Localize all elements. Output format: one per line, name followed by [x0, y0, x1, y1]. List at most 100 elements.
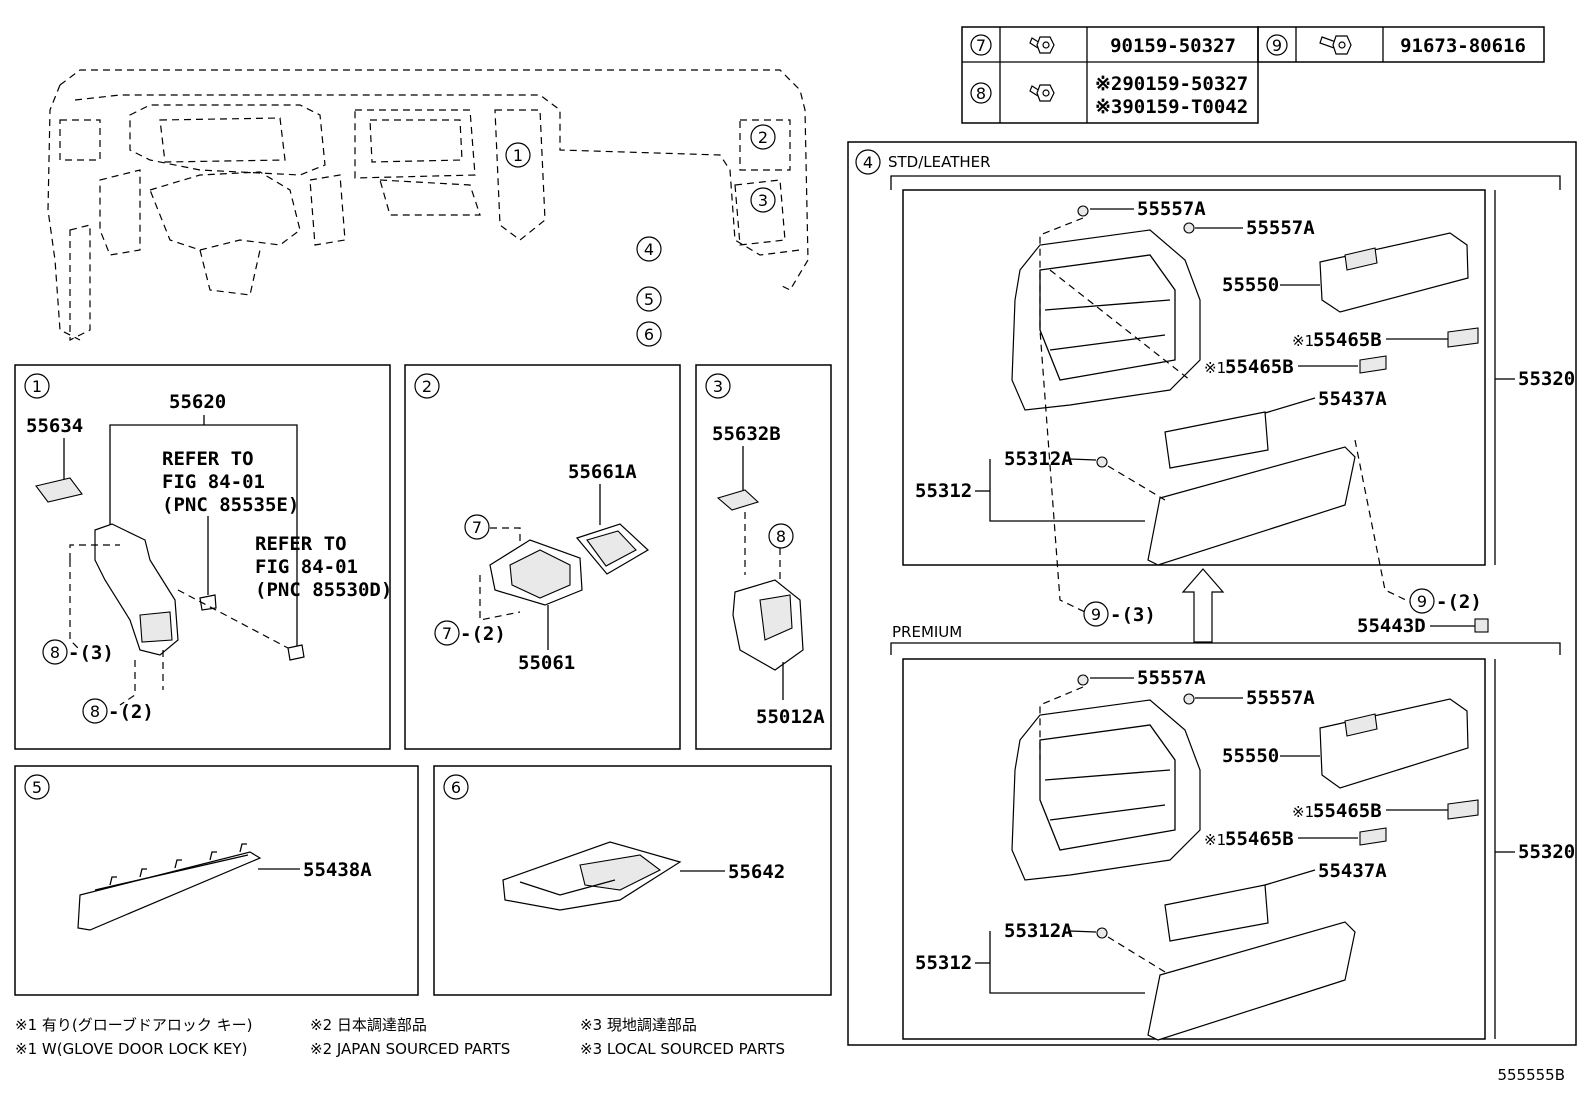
footnote-jp-3: ※3 現地調達部品	[580, 1016, 697, 1034]
mark-1: ※1	[1292, 803, 1314, 821]
part-55465B: 55465B	[1313, 800, 1382, 822]
part-55312A: 55312A	[1004, 920, 1073, 942]
part-55443D: 55443D	[1357, 615, 1426, 637]
door-upper-part	[1319, 698, 1469, 789]
pad-part	[35, 477, 83, 503]
footnote-en-3: ※3 LOCAL SOURCED PARTS	[580, 1040, 785, 1058]
panel-3-ref: 3	[713, 377, 723, 396]
figure-id: 555555B	[1497, 1066, 1565, 1084]
panel-6: 6 55642	[433, 765, 832, 996]
part-55632B: 55632B	[712, 423, 781, 445]
bolt-icon	[1029, 36, 1055, 54]
part-number-8-japan: ※290159-50327	[1095, 73, 1248, 95]
ref-number: 7	[976, 36, 986, 55]
callout-2: 2	[758, 128, 768, 147]
ref-number: 8	[976, 84, 986, 103]
mark-1: ※1	[1204, 831, 1226, 849]
glove-box-frame-part	[1011, 699, 1201, 881]
footnote-en-2: ※2 JAPAN SOURCED PARTS	[310, 1040, 510, 1058]
refer-b-l3: (PNC 85530D)	[255, 579, 392, 601]
fastener-table: 7 90159-50327 8 ※290159-50327 ※390159-T0…	[961, 26, 1545, 124]
clip-part	[1474, 618, 1489, 633]
qty-9-2: -(2)	[1436, 591, 1482, 613]
glove-box-frame-part	[1011, 229, 1201, 411]
part-55061: 55061	[518, 652, 575, 674]
glove-door-part	[1147, 446, 1356, 566]
part-55438A: 55438A	[303, 859, 372, 881]
ref-circle-8	[970, 82, 992, 104]
part-number-7: 90159-50327	[1110, 35, 1236, 57]
panel-2: 2 55661A 7 7 -(2) 55061	[404, 364, 681, 750]
ref-8: 8	[776, 527, 786, 546]
callout-4: 4	[644, 240, 654, 259]
qty-8-3: -(3)	[68, 642, 114, 664]
footnote-jp-2: ※2 日本調達部品	[310, 1016, 427, 1034]
refer-a-l2: FIG 84-01	[162, 471, 265, 493]
lock-part	[1447, 799, 1479, 820]
part-55312: 55312	[915, 952, 972, 974]
panel-4-ref: 4	[863, 153, 873, 172]
ref-9: 9	[1091, 605, 1101, 624]
premium-label: PREMIUM	[892, 623, 962, 641]
ref-number: 9	[1272, 36, 1282, 55]
footnotes: ※1 有り(グローブドアロック キー) ※2 日本調達部品 ※3 現地調達部品 …	[15, 1016, 1565, 1084]
part-55320: 55320	[1518, 841, 1575, 863]
ref-7: 7	[442, 624, 452, 643]
part-number-8-local: ※390159-T0042	[1095, 96, 1248, 118]
qty-8-2: -(2)	[108, 701, 154, 723]
part-55437A: 55437A	[1318, 388, 1387, 410]
flange-bolt-icon	[1319, 35, 1352, 55]
panel-6-ref: 6	[451, 778, 461, 797]
footnote-en-1: ※1 W(GLOVE DOOR LOCK KEY)	[15, 1040, 247, 1058]
instrument-panel-overview: 1 2 3 4 5 6	[47, 69, 809, 347]
ref-8: 8	[50, 643, 60, 662]
glove-door-part	[1147, 921, 1356, 1041]
part-55557A: 55557A	[1246, 687, 1315, 709]
part-number-9: 91673-80616	[1400, 35, 1526, 57]
part-55620: 55620	[169, 391, 226, 413]
ref-9: 9	[1417, 592, 1427, 611]
footnote-jp-1: ※1 有り(グローブドアロック キー)	[15, 1016, 252, 1034]
lock-part	[1447, 327, 1479, 348]
panel-1-ref: 1	[32, 377, 42, 396]
part-55312A: 55312A	[1004, 448, 1073, 470]
part-55557A: 55557A	[1246, 217, 1315, 239]
glove-box-premium: 55557A 55557A 55550 ※1 55465B ※1 55465B …	[902, 658, 1486, 1041]
refer-b-l1: REFER TO	[255, 533, 347, 555]
part-55550: 55550	[1222, 745, 1279, 767]
ref-circle-7	[970, 34, 992, 56]
callout-6: 6	[644, 325, 654, 344]
part-55465B: 55465B	[1225, 356, 1294, 378]
clip-part	[199, 594, 217, 611]
panel-2-ref: 2	[422, 377, 432, 396]
garnish-part	[77, 851, 262, 931]
bulb-part	[287, 644, 305, 661]
part-55012A: 55012A	[756, 706, 825, 728]
part-55557A: 55557A	[1137, 667, 1206, 689]
arrow-up-icon	[1181, 568, 1225, 643]
qty-9-3: -(3)	[1110, 604, 1156, 626]
glove-box-std: 55557A 55557A 55550 ※1 55465B ※1 55465B …	[902, 189, 1486, 613]
ref-8: 8	[90, 702, 100, 721]
mark-1: ※1	[1204, 359, 1226, 377]
callout-3: 3	[758, 191, 768, 210]
lock-part	[1359, 355, 1387, 374]
panel-5: 5 55438A	[14, 765, 419, 996]
pad-part	[716, 489, 760, 511]
callout-5: 5	[644, 290, 654, 309]
panel-5-ref: 5	[32, 778, 42, 797]
ref-circle-9	[1266, 34, 1288, 56]
std-leather-label: STD/LEATHER	[888, 153, 991, 171]
part-55557A: 55557A	[1137, 198, 1206, 220]
part-55312: 55312	[915, 480, 972, 502]
door-upper-part	[1319, 232, 1469, 313]
panel-3: 3 55632B 8 55012A	[695, 364, 832, 750]
part-55320: 55320	[1518, 368, 1575, 390]
part-55465B: 55465B	[1225, 828, 1294, 850]
qty-7-2: -(2)	[460, 623, 506, 645]
damper-part	[1164, 411, 1269, 469]
callout-1: 1	[513, 146, 523, 165]
refer-a-l3: (PNC 85535E)	[162, 494, 299, 516]
damper-part	[1164, 884, 1269, 942]
part-55634: 55634	[26, 415, 83, 437]
